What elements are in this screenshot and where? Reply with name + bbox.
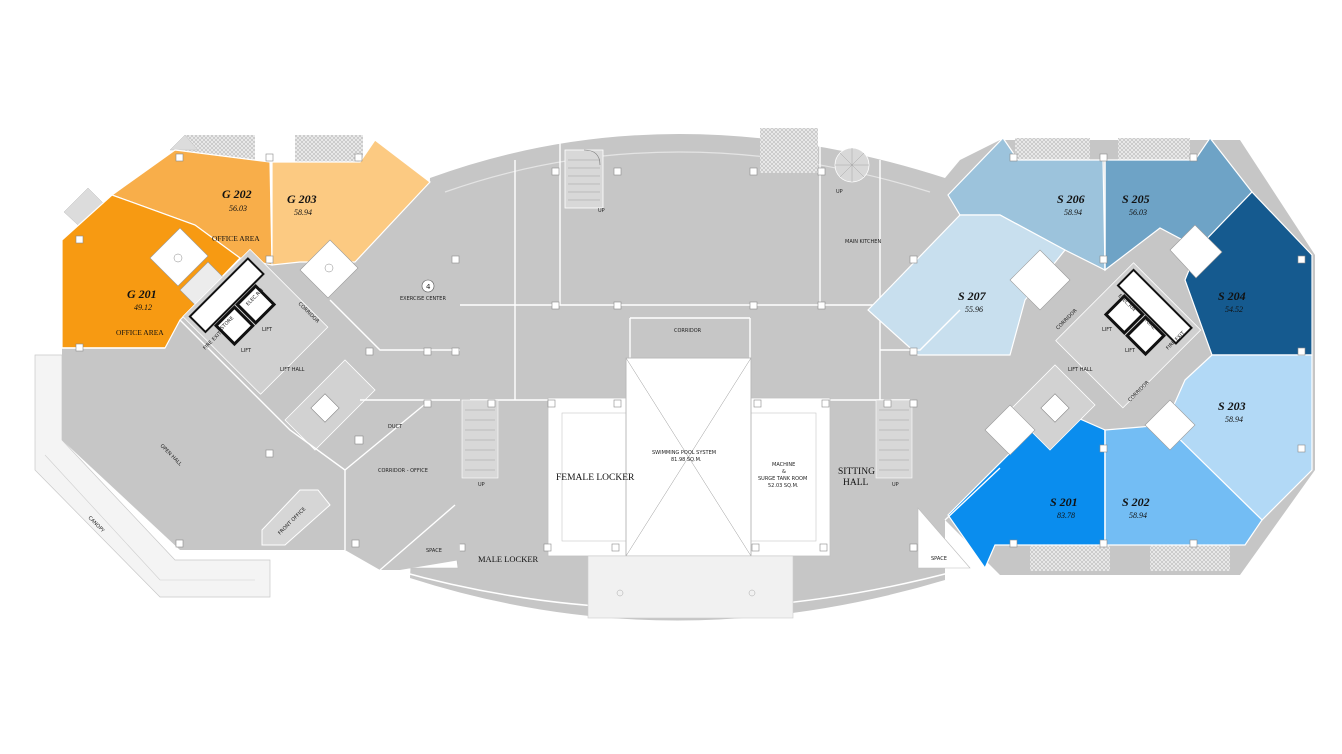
office-area-label-1: OFFICE AREA: [212, 234, 260, 243]
top-stair: [564, 149, 604, 209]
spiral-stair: [834, 147, 870, 183]
exercise-number: 4: [426, 283, 431, 291]
left-fixture: [354, 435, 364, 445]
unit-s203-area: 58.94: [1225, 415, 1243, 424]
female-locker-label: FEMALE LOCKER: [556, 473, 635, 483]
up-kitchen-label: UP: [836, 189, 843, 195]
corridor-center-label: CORRIDOR: [674, 328, 702, 334]
unit-s204-name: S 204: [1218, 289, 1246, 303]
unit-g202-name: G 202: [222, 187, 252, 201]
right-wing: [867, 136, 1315, 575]
g203-balcony: [295, 135, 363, 163]
pool-area: [547, 357, 831, 619]
lift-hall-left-label: LIFT HALL: [280, 367, 305, 373]
unit-g203-name: G 203: [287, 192, 317, 206]
core-columns: [457, 167, 918, 552]
up-top-label: UP: [598, 208, 605, 214]
main-kitchen-label: MAIN KITCHEN: [845, 239, 881, 245]
unit-g202-area: 56.03: [229, 204, 247, 213]
lift-hall-right-label: LIFT HALL: [1068, 367, 1093, 373]
unit-s201-area: 83.78: [1057, 511, 1075, 520]
left-stair: [461, 399, 499, 479]
unit-s206-name: S 206: [1057, 192, 1085, 206]
exercise-number-circle: [421, 279, 435, 293]
left-columns: [75, 153, 460, 548]
right-stair: [875, 399, 913, 479]
oval-outer-ring: [419, 128, 956, 177]
sitting-label-2: HALL: [843, 478, 869, 488]
lift-label-4: LIFT: [1125, 348, 1136, 354]
unit-s205-area: 56.03: [1129, 208, 1147, 217]
unit-s207-name: S 207: [958, 289, 987, 303]
space-left-label: SPACE: [426, 548, 442, 554]
unit-s205-name: S 205: [1122, 192, 1150, 206]
space-right-label: SPACE: [931, 556, 947, 562]
unit-s202-name: S 202: [1122, 495, 1150, 509]
office-area-label-2: OFFICE AREA: [116, 328, 164, 337]
right-columns: [909, 153, 1306, 548]
corridor-office-label: CORRIDOR - OFFICE: [378, 468, 428, 474]
machine-label-4: 52.03 SQ.M.: [768, 483, 799, 489]
lift-label-3: LIFT: [1102, 327, 1113, 333]
lift-label-1: LIFT: [241, 348, 252, 354]
left-duct: [310, 393, 340, 423]
right-core: [1055, 262, 1202, 409]
up-right-label: UP: [892, 482, 899, 488]
right-space: [917, 507, 971, 569]
unit-g203-area: 58.94: [294, 208, 312, 217]
unit-s206-area: 58.94: [1064, 208, 1082, 217]
s201-balcony: [1030, 545, 1110, 571]
unit-s204-area: 54.52: [1225, 305, 1243, 314]
exercise-center-label: EXERCISE CENTER: [400, 296, 446, 302]
unit-s202-area: 58.94: [1129, 511, 1147, 520]
machine-label-3: SURGE TANK ROOM: [758, 476, 807, 482]
left-wing: [34, 134, 460, 598]
machine-label-1: MACHINE: [772, 462, 795, 468]
male-locker-label: MALE LOCKER: [478, 554, 539, 564]
unit-s207-area: 55.96: [965, 305, 983, 314]
canopy-inner: [44, 454, 255, 581]
unit-g203-shape: [271, 139, 431, 266]
pool-label-1: SWIMMING POOL SYSTEM: [652, 450, 716, 456]
machine-label-2: &: [782, 469, 786, 475]
central-core: [392, 128, 971, 621]
unit-s203-name: S 203: [1218, 399, 1246, 413]
lift-label-2: LIFT: [262, 327, 273, 333]
left-toilets: [149, 227, 359, 311]
up-left-label: UP: [478, 482, 485, 488]
s202-balcony: [1150, 545, 1230, 571]
top-skylight: [760, 128, 818, 173]
unit-g201-area: 49.12: [134, 303, 152, 312]
pool-label-2: 81.98 SQ.M.: [671, 457, 702, 463]
right-toilets: [984, 224, 1223, 456]
unit-s201-name: S 201: [1050, 495, 1078, 509]
unit-labels: G 202 56.03 G 203 58.94 G 201 49.12 S 20…: [127, 187, 1246, 520]
sitting-label-1: SITTING: [838, 467, 875, 477]
g202-window-l: [169, 134, 199, 151]
right-duct: [1040, 393, 1070, 423]
left-core: [182, 248, 329, 395]
unit-g201-name: G 201: [127, 287, 157, 301]
duct-label: DUCT: [388, 424, 403, 430]
front-office-desk: [261, 489, 331, 546]
